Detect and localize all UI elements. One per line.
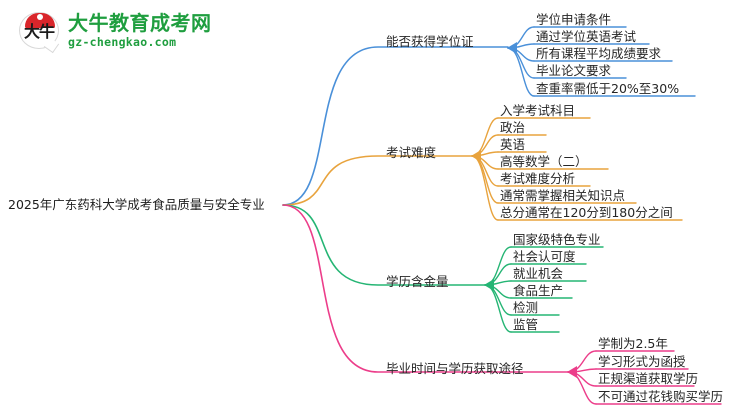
leaf-connector-3-2 [567, 371, 597, 387]
leaf-label-3-0[interactable]: 学制为2.5年 [598, 336, 668, 351]
leaf-label-0-1[interactable]: 通过学位英语考试 [536, 29, 637, 44]
branch-trunk-2 [282, 204, 486, 286]
branch-label-0[interactable]: 能否获得学位证 [386, 34, 474, 49]
logo-title: 大牛教育成考网 [68, 11, 212, 36]
leaf-connector-2-2 [484, 280, 512, 286]
mindmap-root-node[interactable]: 2025年广东药科大学成考食品质量与安全专业 [8, 197, 265, 212]
leaf-label-2-0[interactable]: 国家级特色专业 [513, 232, 601, 247]
logo-wordmark: 大牛教育成考网 gz-chengkao.com [68, 13, 212, 49]
leaf-connector-3-0 [567, 350, 597, 373]
leaf-label-2-5[interactable]: 监管 [513, 317, 539, 332]
leaf-label-1-3[interactable]: 高等数学（二） [500, 154, 588, 169]
branch-label-1[interactable]: 考试难度 [386, 145, 437, 160]
leaf-connector-1-5 [471, 155, 499, 204]
branch-junction-arrow-3 [567, 366, 577, 378]
red-cap-shape [25, 13, 55, 28]
leaf-connector-0-0 [507, 26, 535, 49]
logo-mark-text: 大牛 [23, 22, 55, 41]
leaf-connector-1-1 [471, 134, 499, 157]
leaf-label-0-4[interactable]: 查重率需低于20%至30% [536, 81, 680, 96]
leaf-connector-2-4 [484, 284, 512, 316]
branch-trunk-1 [282, 155, 473, 206]
leaf-connector-2-5 [484, 284, 512, 333]
leaf-connector-0-2 [507, 47, 535, 62]
leaf-label-2-1[interactable]: 社会认可度 [513, 249, 576, 264]
logo-mark-icon: 大牛 [18, 10, 62, 54]
leaf-label-1-5[interactable]: 通常需掌握相关知识点 [500, 188, 626, 203]
branch-label-2[interactable]: 学历含金量 [386, 274, 449, 289]
leaf-connector-0-3 [507, 47, 535, 79]
leaf-label-2-3[interactable]: 食品生产 [513, 283, 564, 298]
leaf-connector-1-6 [471, 155, 499, 221]
leaf-connector-0-4 [507, 47, 535, 97]
leaf-connector-1-2 [471, 151, 499, 157]
leaf-connector-2-1 [484, 263, 512, 286]
leaf-label-2-4[interactable]: 检测 [513, 300, 539, 315]
branch-trunk-0 [282, 46, 509, 206]
branch-label-3[interactable]: 毕业时间与学历获取途径 [386, 361, 524, 376]
leaf-label-3-1[interactable]: 学习形式为函授 [598, 354, 686, 369]
branch-junction-arrow-0 [507, 42, 517, 54]
leaf-connector-1-0 [471, 117, 499, 157]
branch-junction-arrow-1 [471, 150, 481, 162]
leaf-label-1-6[interactable]: 总分通常在120分到180分之间 [500, 205, 673, 220]
leaf-connector-3-1 [567, 368, 597, 373]
leaf-connector-1-4 [471, 155, 499, 187]
leaf-label-3-2[interactable]: 正规渠道获取学历 [598, 371, 699, 386]
leaf-connector-1-3 [471, 155, 499, 170]
leaf-label-1-1[interactable]: 政治 [500, 120, 526, 135]
leaf-label-0-0[interactable]: 学位申请条件 [536, 12, 612, 27]
branch-junction-arrow-2 [484, 279, 494, 291]
leaf-connector-2-0 [484, 246, 512, 286]
leaf-label-3-3[interactable]: 不可通过花钱购买学历 [598, 389, 724, 404]
leaf-label-1-0[interactable]: 入学考试科目 [500, 103, 576, 118]
leaf-label-1-2[interactable]: 英语 [500, 137, 526, 152]
leaf-label-0-2[interactable]: 所有课程平均成绩要求 [536, 46, 662, 61]
leaf-label-2-2[interactable]: 就业机会 [513, 266, 564, 281]
site-logo: 大牛 大牛教育成考网 gz-chengkao.com [18, 8, 211, 54]
leaf-connector-0-1 [507, 43, 535, 49]
leaf-connector-2-3 [484, 284, 512, 299]
leaf-label-1-4[interactable]: 考试难度分析 [500, 171, 576, 186]
logo-url: gz-chengkao.com [68, 35, 177, 50]
leaf-connector-3-3 [567, 371, 597, 405]
leaf-label-0-3[interactable]: 毕业论文要求 [536, 63, 612, 78]
